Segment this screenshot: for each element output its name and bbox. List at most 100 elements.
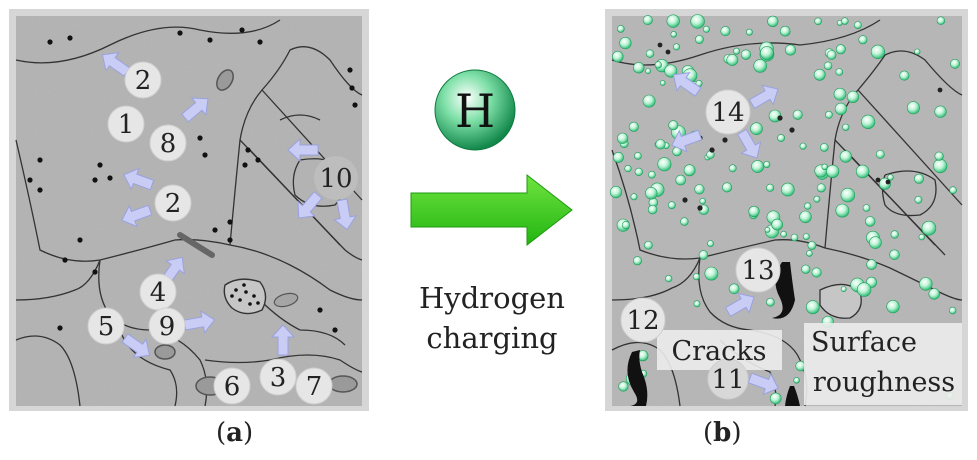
hydrogen-bubble (672, 43, 680, 51)
hydrogen-bubble (780, 182, 795, 197)
panel-a: 2 1 8 2 4 5 9 6 3 7 10 (9, 9, 369, 411)
hydrogen-bubble (913, 173, 924, 184)
caption-b-close: ) (731, 418, 742, 448)
num-9: 9 (159, 312, 176, 342)
hydrogen-bubble (890, 230, 899, 239)
hydrogen-bubble (645, 68, 651, 74)
defect-arrows-b (671, 72, 779, 396)
hydrogen-bubble (644, 240, 653, 250)
hydrogen-bubble (914, 48, 921, 55)
hydrogen-bubble (630, 193, 638, 201)
hydrogen-bubble (707, 240, 714, 247)
hydrogen-bubble (753, 59, 768, 73)
hydrogen-bubble (914, 195, 923, 204)
hydrogen-bubble (702, 25, 710, 33)
number-labels-b: 14 13 12 11 (626, 98, 774, 395)
hydrogen-bubble (801, 264, 811, 274)
number-circles-b (620, 89, 781, 400)
arrow-a-7 (121, 333, 151, 358)
hydrogen-bubble (779, 25, 791, 37)
hydrogen-bubble (825, 110, 833, 119)
precipitate-dots-a (27, 27, 358, 333)
num-1: 1 (118, 110, 135, 140)
hydrogen-bubble (777, 134, 785, 142)
hydrogen-bubble (805, 300, 820, 315)
hydrogen-bubble (826, 50, 837, 60)
arrow-a-4 (121, 204, 153, 228)
hydrogen-bubble (616, 132, 629, 144)
hydrogen-bubble (864, 216, 876, 227)
hydrogen-bubble (750, 122, 763, 135)
hydrogen-bubble (870, 44, 886, 60)
arrow-a-9 (287, 137, 319, 163)
arrow-a-3 (123, 167, 155, 191)
hydrogen-bubble (760, 46, 774, 60)
hydrogen-bubble (811, 267, 822, 278)
hydrogen-bubble (613, 151, 624, 163)
hydrogen-bubble (619, 36, 632, 50)
hydrogen-bubble (694, 184, 705, 195)
hydrogen-bubble (854, 21, 862, 29)
hydrogen-bubble (856, 282, 872, 297)
hydrogen-bubble (833, 87, 847, 101)
charging-line1: Hydrogen (419, 281, 565, 315)
hydrogen-bubble (875, 149, 885, 159)
hydrogen-bubble (855, 164, 870, 179)
hydrogen-bubble (632, 256, 642, 266)
hydrogen-bubble (670, 31, 677, 38)
hydrogen-bubble (928, 288, 940, 300)
num-7: 6 (224, 372, 241, 402)
hydrogen-bubble (814, 17, 822, 26)
hydrogen-bubble (767, 15, 779, 27)
hydrogen-bubble (821, 163, 828, 171)
num-4: 4 (150, 278, 167, 308)
hydrogen-bubble (692, 273, 700, 281)
hydrogen-bubble (666, 14, 680, 28)
arrow-b-2 (748, 84, 779, 110)
hydrogen-bubble (612, 50, 624, 63)
arrow-b-5 (724, 292, 755, 318)
hydrogen-bubble (921, 220, 937, 236)
hydrogen-bubble (720, 26, 731, 37)
crack-11 (785, 386, 800, 406)
hydrogen-bubble (799, 142, 807, 150)
hydrogen-bubble (887, 174, 894, 181)
hydrogen-bubble (834, 102, 848, 115)
hydrogen-bubble (841, 17, 849, 25)
hydrogen-bubble (790, 233, 799, 242)
hydrogen-bubble (647, 204, 658, 215)
hydrogen-bubble (667, 201, 676, 210)
surface-label-line1: Surface (811, 327, 917, 358)
hydrogen-bubble (609, 186, 623, 199)
caption-a-letter: a (226, 418, 244, 448)
hydrogen-bubble (906, 101, 920, 115)
hydrogen-bubble (642, 15, 653, 26)
num-5: 5 (98, 312, 115, 342)
num-12: 12 (626, 306, 659, 336)
hydrogen-bubble (664, 64, 678, 78)
arrow-a-8 (270, 324, 296, 356)
arrow-b-1 (672, 72, 702, 97)
caption-a: (a) (216, 418, 253, 448)
num-14: 14 (711, 98, 744, 128)
hydrogen-bubble (659, 80, 666, 86)
num-2-top: 2 (135, 66, 152, 96)
precipitate-dots-b (657, 42, 943, 211)
arrow-a-2 (181, 97, 209, 123)
num-3: 3 (270, 363, 287, 393)
hydrogen-bubble (645, 187, 658, 200)
hydrogen-bubble (840, 187, 855, 203)
caption-b-open: ( (703, 418, 714, 448)
text-labels-b: Cracks Surface roughness (671, 327, 955, 398)
hydrogen-bubble (657, 157, 672, 172)
hydrogen-bubble (792, 109, 803, 120)
num-13: 13 (741, 256, 774, 286)
defect-arrows-a (101, 52, 357, 358)
hydrogen-bubble (740, 49, 752, 60)
hydrogen-bubble (806, 250, 813, 257)
hydrogen-bubble (771, 218, 784, 231)
hydrogen-bubble (846, 90, 860, 103)
hydrogen-bubble (816, 183, 826, 193)
hydrogen-bubble (934, 151, 944, 161)
hydrogen-bubble (628, 121, 639, 132)
